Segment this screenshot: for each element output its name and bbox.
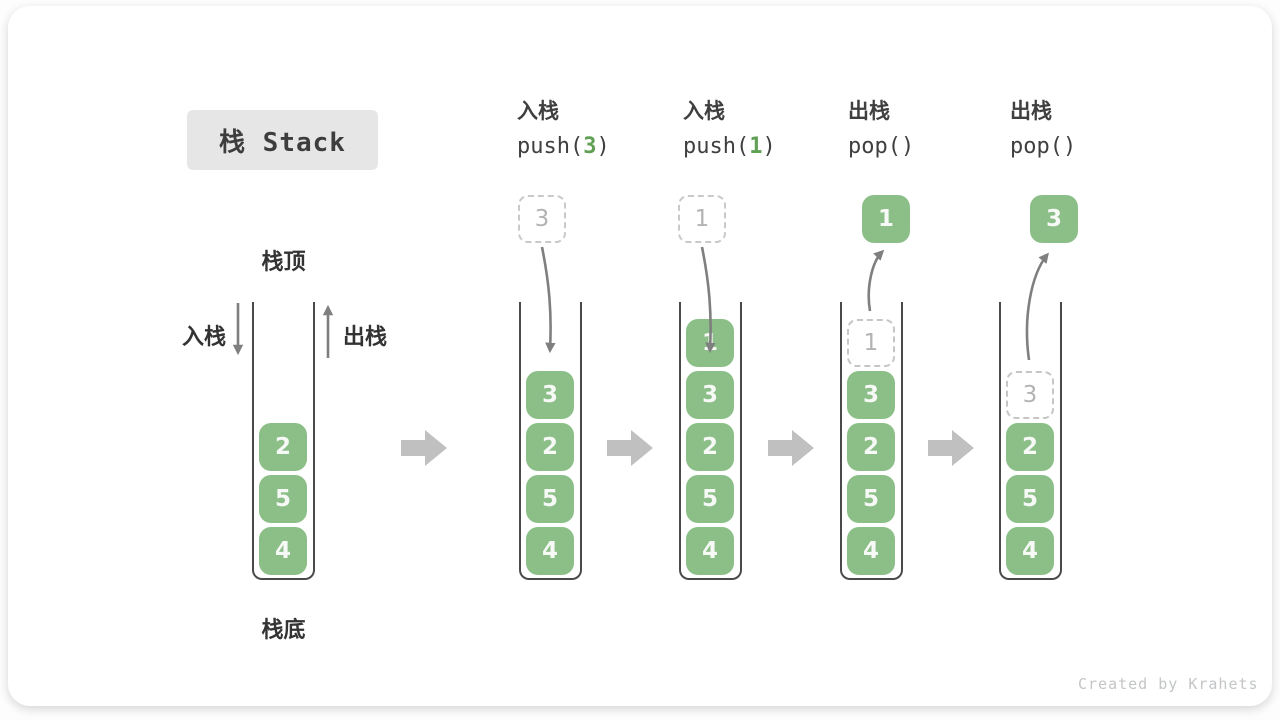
stack-element: 3 [686,371,734,419]
op-label-pop-3: 出栈 pop() [1010,97,1076,163]
stack-element: 5 [259,475,307,523]
code-pre: push( [683,134,750,159]
op-name: 入栈 [683,100,725,123]
stack-container-push-3: 3 2 5 4 [519,302,582,580]
credit-text: Created by Krahets [1078,675,1259,693]
page-title: 栈 Stack [219,127,346,158]
stack-container-pop-3: 3 2 5 4 [999,302,1062,580]
stack-element: 2 [526,423,574,471]
popped-element: 3 [1030,195,1078,243]
code-pre: pop() [1010,134,1077,159]
op-label-pop-1: 出栈 pop() [848,97,914,163]
op-code: push(3) [517,133,610,163]
stack-container-initial: 2 5 4 [252,302,315,580]
stack-top-label: 栈顶 [261,249,306,274]
stack-element: 1 [686,319,734,367]
code-pre: pop() [848,134,915,159]
op-code: pop() [848,133,914,163]
stack-element: 3 [526,371,574,419]
op-label-push-3: 入栈 push(3) [517,97,610,163]
op-code: pop() [1010,133,1076,163]
stack-element: 4 [686,527,734,575]
stack-element: 5 [847,475,895,523]
title-box: 栈 Stack [187,110,378,170]
stack-element: 3 [847,371,895,419]
stack-element: 4 [847,527,895,575]
ghost-element: 1 [847,319,895,367]
stack-element: 4 [259,527,307,575]
stack-element: 5 [526,475,574,523]
stack-element: 2 [259,423,307,471]
stack-element: 4 [1006,527,1054,575]
code-post: ) [762,134,776,159]
op-name: 入栈 [517,100,559,123]
code-post: ) [596,134,610,159]
ghost-element: 3 [1006,371,1054,419]
stack-element: 2 [686,423,734,471]
code-pre: push( [517,134,584,159]
stack-bottom-label: 栈底 [261,617,306,642]
incoming-element: 1 [678,195,726,243]
stack-element: 2 [1006,423,1054,471]
code-arg: 3 [583,134,597,159]
code-arg: 1 [749,134,763,159]
op-name: 出栈 [848,100,890,123]
popped-element: 1 [862,195,910,243]
stack-element: 2 [847,423,895,471]
stack-element: 5 [686,475,734,523]
stack-element: 5 [1006,475,1054,523]
op-label-push-1: 入栈 push(1) [683,97,776,163]
push-side-label: 入栈 [182,324,227,349]
stack-container-pop-1: 1 3 2 5 4 [840,302,903,580]
stack-element: 4 [526,527,574,575]
pop-side-label: 出栈 [343,324,388,349]
incoming-element: 3 [518,195,566,243]
op-code: push(1) [683,133,776,163]
stack-container-push-1: 1 3 2 5 4 [679,302,742,580]
op-name: 出栈 [1010,100,1052,123]
